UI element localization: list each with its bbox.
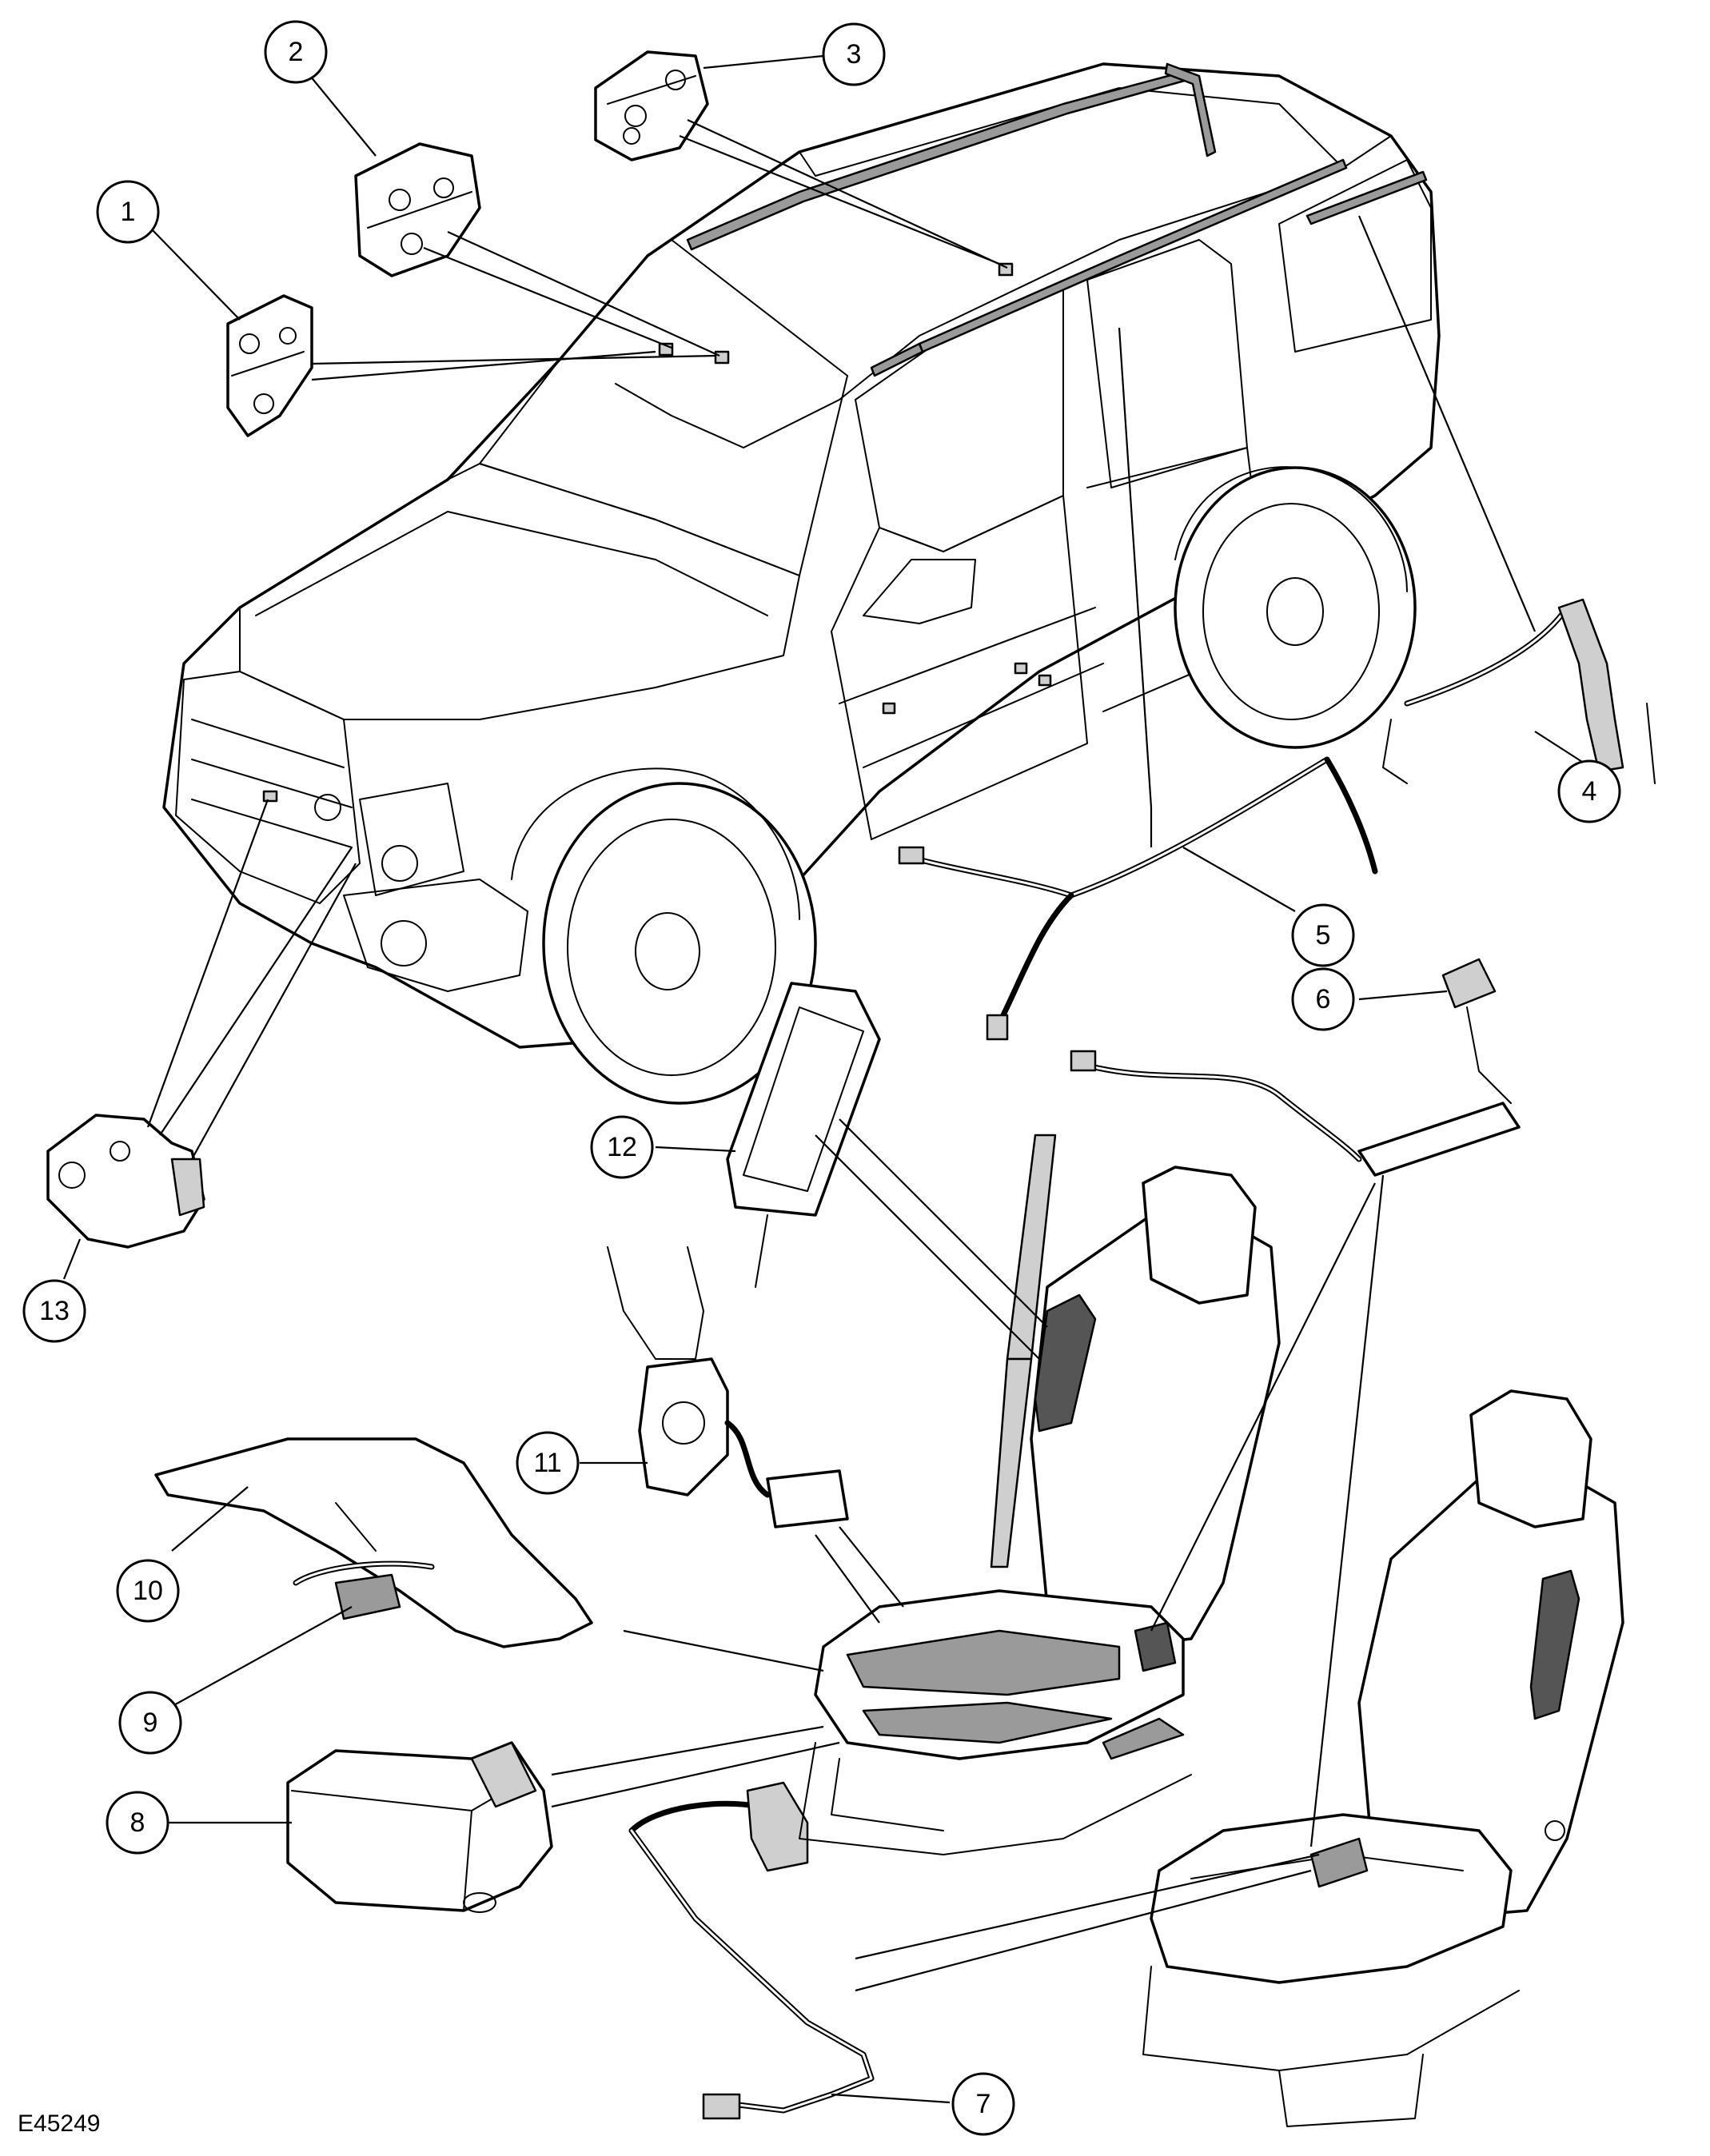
callout-9-label: 9 bbox=[143, 1708, 158, 1738]
front-seat bbox=[799, 1134, 1281, 1855]
seatbelt-buckle-pretensioner bbox=[1070, 958, 1521, 1177]
curtain-airbag-side bbox=[898, 756, 1378, 1041]
callout-10: 10 bbox=[116, 1559, 180, 1623]
reference-code: E45249 bbox=[18, 2110, 101, 2137]
impact-sensor-3 bbox=[594, 50, 709, 161]
callout-11-label: 11 bbox=[533, 1448, 561, 1478]
rear-passenger-seat bbox=[1142, 1389, 1624, 2127]
callout-1-label: 1 bbox=[121, 197, 136, 227]
callout-8: 8 bbox=[106, 1791, 169, 1855]
callout-7-label: 7 bbox=[976, 2089, 991, 2119]
curtain-airbag-rear bbox=[1382, 598, 1656, 784]
callout-6-label: 6 bbox=[1316, 984, 1331, 1014]
harness-sensor-7 bbox=[628, 1781, 875, 2120]
callout-13-label: 13 bbox=[39, 1296, 70, 1326]
callout-3-label: 3 bbox=[847, 39, 862, 70]
callout-4: 4 bbox=[1557, 759, 1621, 823]
callout-9: 9 bbox=[118, 1691, 182, 1755]
callout-3: 3 bbox=[822, 22, 886, 86]
seat-side-airbag-module bbox=[726, 982, 881, 1288]
callout-4-label: 4 bbox=[1582, 776, 1597, 807]
impact-sensor-1 bbox=[226, 294, 313, 437]
callout-13: 13 bbox=[22, 1279, 86, 1343]
callout-10-label: 10 bbox=[133, 1576, 163, 1606]
leader-lines bbox=[62, 54, 1592, 2104]
callout-5: 5 bbox=[1291, 903, 1355, 967]
callout-1: 1 bbox=[96, 180, 160, 244]
callout-8-label: 8 bbox=[130, 1807, 145, 1838]
restraints-control-module bbox=[286, 1741, 553, 1913]
impact-sensor-2 bbox=[354, 142, 481, 277]
callout-7: 7 bbox=[951, 2072, 1015, 2136]
floor-tunnel-panel bbox=[154, 1437, 593, 1648]
callout-12-label: 12 bbox=[607, 1132, 637, 1162]
seatbelt-retractor bbox=[607, 1246, 849, 1528]
callout-2: 2 bbox=[264, 20, 328, 84]
impact-sensor-13 bbox=[46, 1114, 205, 1249]
callout-6: 6 bbox=[1291, 967, 1355, 1031]
callout-12: 12 bbox=[590, 1115, 654, 1179]
callout-5-label: 5 bbox=[1316, 920, 1331, 950]
callout-11: 11 bbox=[516, 1431, 580, 1495]
vehicle-illustration bbox=[162, 62, 1441, 1105]
callout-2-label: 2 bbox=[289, 37, 304, 67]
